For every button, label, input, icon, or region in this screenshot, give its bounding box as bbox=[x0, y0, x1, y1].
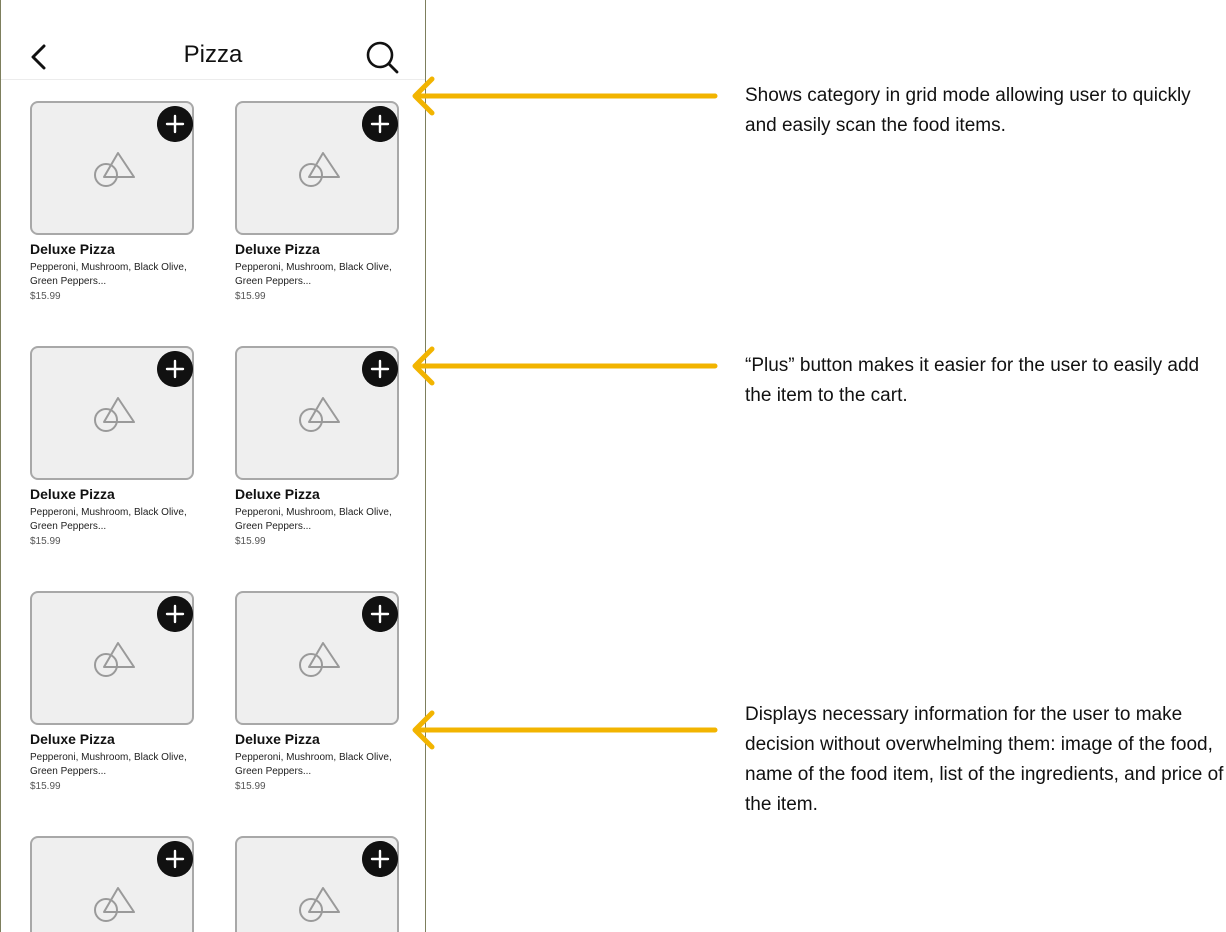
product-image bbox=[235, 346, 399, 480]
add-to-cart-plus-icon[interactable] bbox=[362, 841, 398, 877]
annotation-grid-mode: Shows category in grid mode allowing use… bbox=[745, 85, 1191, 136]
product-ingredients: Pepperoni, Mushroom, Black Olive, Green … bbox=[30, 752, 187, 777]
add-to-cart-plus-icon[interactable] bbox=[362, 106, 398, 142]
image-placeholder-icon bbox=[94, 887, 135, 922]
add-to-cart-plus-icon[interactable] bbox=[362, 596, 398, 632]
add-to-cart-plus-icon[interactable] bbox=[157, 841, 193, 877]
product-ingredients: Pepperoni, Mushroom, Black Olive, Green … bbox=[235, 752, 392, 777]
product-price: $15.99 bbox=[235, 781, 266, 792]
image-placeholder-icon bbox=[299, 152, 340, 187]
annotation-arrow-icon bbox=[412, 76, 718, 116]
image-placeholder-icon bbox=[299, 642, 340, 677]
product-name: Deluxe Pizza bbox=[235, 241, 320, 257]
product-image bbox=[30, 591, 194, 725]
product-name: Deluxe Pizza bbox=[235, 486, 320, 502]
image-placeholder-icon bbox=[299, 887, 340, 922]
product-name: Deluxe Pizza bbox=[30, 731, 115, 747]
annotation-item-info: Displays necessary information for the u… bbox=[745, 704, 1224, 815]
product-price: $15.99 bbox=[30, 781, 61, 792]
image-placeholder-icon bbox=[94, 397, 135, 432]
back-chevron-icon[interactable] bbox=[27, 44, 51, 70]
product-price: $15.99 bbox=[235, 536, 266, 547]
add-to-cart-plus-icon[interactable] bbox=[362, 351, 398, 387]
add-to-cart-plus-icon[interactable] bbox=[157, 351, 193, 387]
product-ingredients: Pepperoni, Mushroom, Black Olive, Green … bbox=[235, 507, 392, 532]
product-image bbox=[30, 836, 194, 932]
add-to-cart-plus-icon[interactable] bbox=[157, 596, 193, 632]
product-image bbox=[235, 836, 399, 932]
annotation-arrow-icon bbox=[412, 346, 718, 386]
image-placeholder-icon bbox=[94, 152, 135, 187]
product-price: $15.99 bbox=[30, 291, 61, 302]
app-header: Pizza bbox=[1, 0, 425, 80]
product-ingredients: Pepperoni, Mushroom, Black Olive, Green … bbox=[30, 507, 187, 532]
product-image bbox=[235, 101, 399, 235]
product-price: $15.99 bbox=[235, 291, 266, 302]
add-to-cart-plus-icon[interactable] bbox=[157, 106, 193, 142]
phone-screen: Pizza Deluxe Pizza Pepperoni, Mushroom, … bbox=[0, 0, 426, 932]
search-icon[interactable] bbox=[365, 40, 399, 74]
product-name: Deluxe Pizza bbox=[235, 731, 320, 747]
image-placeholder-icon bbox=[299, 397, 340, 432]
annotation-plus-button: “Plus” button makes it easier for the us… bbox=[745, 355, 1200, 406]
product-image bbox=[235, 591, 399, 725]
product-price: $15.99 bbox=[30, 536, 61, 547]
product-image bbox=[30, 346, 194, 480]
image-placeholder-icon bbox=[94, 642, 135, 677]
annotation-arrow-icon bbox=[412, 710, 718, 750]
product-ingredients: Pepperoni, Mushroom, Black Olive, Green … bbox=[235, 262, 392, 287]
product-image bbox=[30, 101, 194, 235]
page-title: Pizza bbox=[183, 41, 243, 68]
product-name: Deluxe Pizza bbox=[30, 486, 115, 502]
product-ingredients: Pepperoni, Mushroom, Black Olive, Green … bbox=[30, 262, 187, 287]
product-grid: Deluxe Pizza Pepperoni, Mushroom, Black … bbox=[1, 0, 425, 932]
product-name: Deluxe Pizza bbox=[30, 241, 115, 257]
